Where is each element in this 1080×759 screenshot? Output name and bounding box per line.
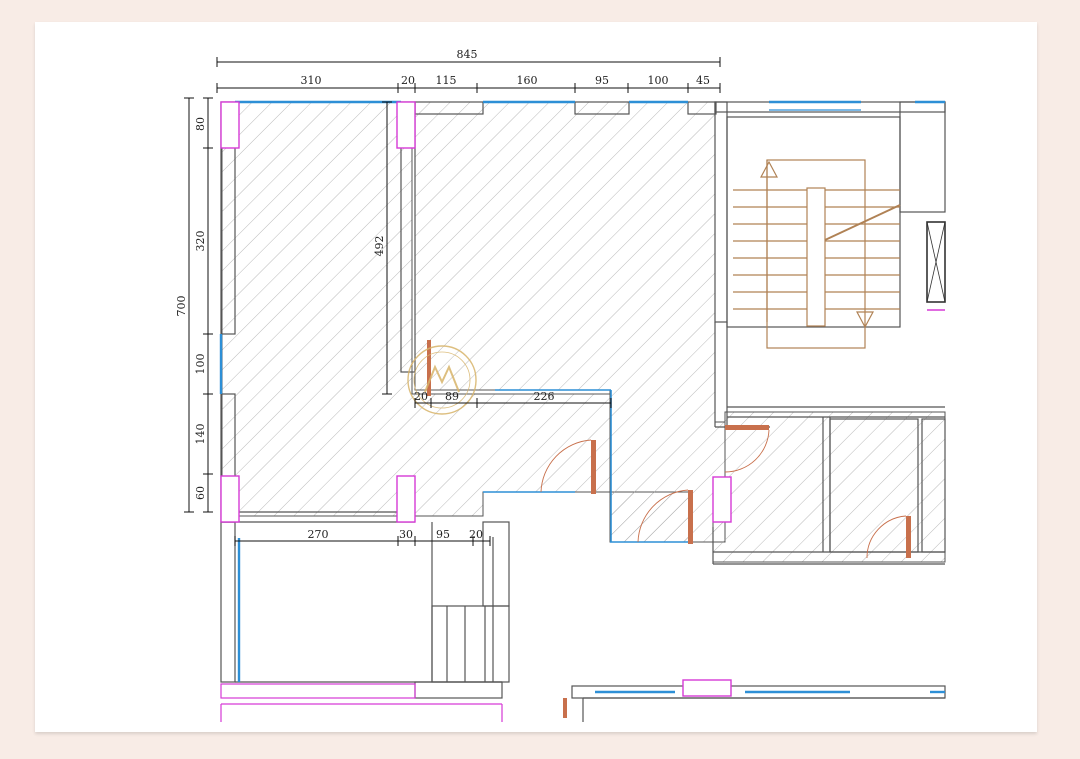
dim-middle-2: 226 [534, 390, 555, 403]
up-arrow-icon [760, 160, 778, 178]
dim-left-0: 80 [194, 117, 207, 131]
dim-left-4: 60 [194, 486, 207, 500]
doors [427, 340, 911, 718]
door-2 [688, 490, 693, 544]
elevator [926, 221, 946, 311]
dim-left-2: 100 [194, 354, 207, 375]
dim-top-6: 45 [696, 74, 710, 87]
dim-left-total: 700 [175, 296, 188, 317]
dim-top-0: 310 [301, 74, 322, 87]
door-5 [563, 698, 567, 718]
watermark-logo [407, 345, 477, 415]
dim-top-3: 160 [517, 74, 538, 87]
dim-top-total: 845 [457, 48, 478, 61]
columns [220, 101, 732, 697]
dim-inner-vertical: 492 [373, 236, 386, 257]
floor-plan: 845 310 20 115 160 95 100 45 700 80 320 … [175, 48, 946, 722]
door-6 [427, 340, 431, 396]
door-3 [725, 425, 769, 430]
dim-top-1: 20 [401, 74, 415, 87]
staircase [733, 159, 901, 349]
hatched-floor [221, 101, 946, 563]
down-arrow-icon [856, 311, 874, 329]
dim-left-1: 320 [194, 231, 207, 252]
dim-bottom-2: 95 [436, 528, 450, 541]
dim-top-5: 100 [648, 74, 669, 87]
windows [219, 100, 945, 694]
dim-middle-1: 89 [445, 390, 459, 403]
dim-bottom-1: 30 [399, 528, 413, 541]
dim-middle-0: 20 [414, 390, 428, 403]
dim-top-2: 115 [436, 74, 457, 87]
dim-top-4: 95 [595, 74, 609, 87]
dim-left-3: 140 [194, 424, 207, 445]
dim-bottom-0: 270 [308, 528, 329, 541]
dimension-labels: 845 310 20 115 160 95 100 45 700 80 320 … [175, 48, 710, 541]
door-4 [906, 516, 911, 558]
dim-bottom-3: 20 [469, 528, 483, 541]
door-1 [591, 440, 596, 494]
drawing-sheet: 845 310 20 115 160 95 100 45 700 80 320 … [35, 22, 1037, 732]
dimension-lines [184, 57, 721, 546]
